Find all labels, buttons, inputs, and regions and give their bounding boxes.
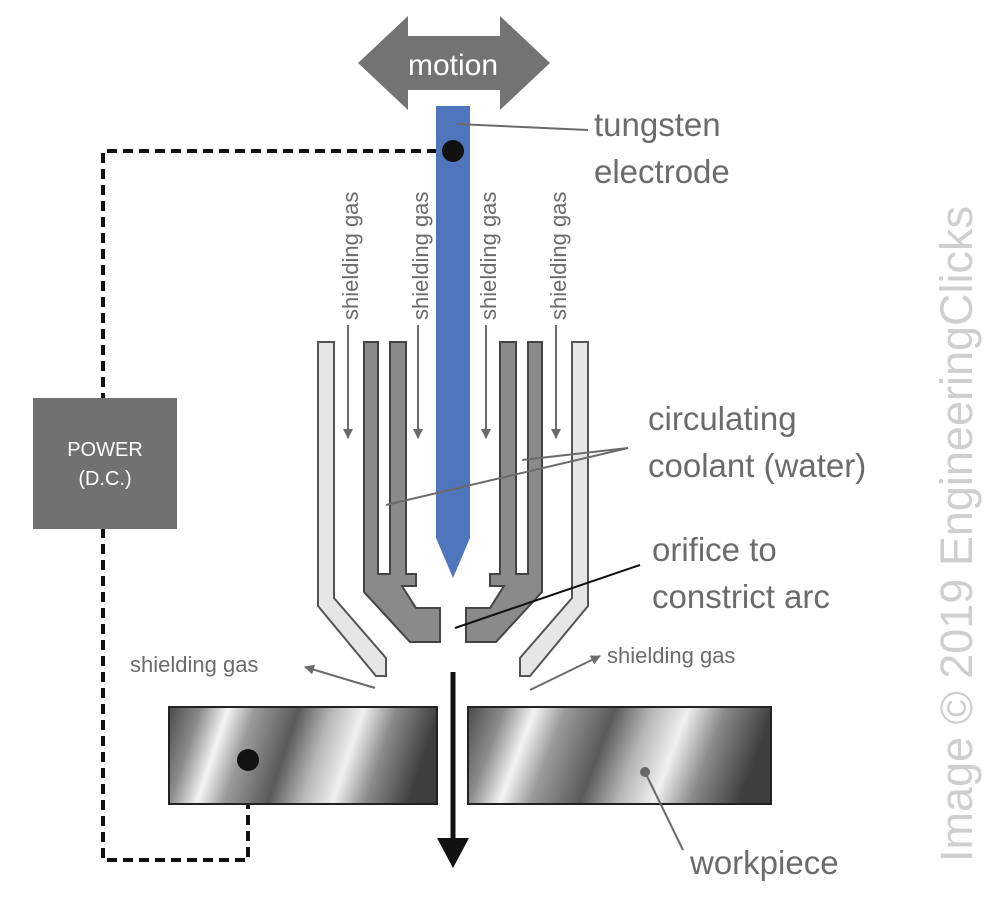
motion-label: motion bbox=[408, 49, 498, 82]
exit-gas-arrows bbox=[304, 655, 601, 691]
motion-arrow bbox=[358, 16, 550, 110]
workpiece-plates bbox=[168, 706, 772, 805]
power-label: POWER bbox=[67, 439, 143, 461]
coolant-nozzle bbox=[363, 341, 543, 643]
orifice-leader bbox=[454, 564, 641, 629]
power-circuit-wire bbox=[101, 149, 453, 862]
power-sublabel: (D.C.) bbox=[78, 468, 131, 490]
exit-gas-label-left: shielding gas bbox=[130, 652, 258, 677]
leader-lines bbox=[385, 123, 684, 851]
exit-gas-label-right: shielding gas bbox=[607, 643, 735, 668]
gas-label-1: shielding gas bbox=[338, 192, 363, 320]
orifice-sublabel: constrict arc bbox=[652, 578, 830, 615]
workpiece-label: workpiece bbox=[689, 844, 839, 881]
gas-label-2: shielding gas bbox=[408, 192, 433, 320]
electrode-label: tungsten bbox=[594, 106, 721, 143]
electrode-sublabel: electrode bbox=[594, 153, 730, 190]
power-supply-box bbox=[33, 398, 177, 529]
copyright-watermark: Image © 2019 EngineeringClicks bbox=[931, 206, 982, 862]
tungsten-electrode bbox=[436, 106, 470, 578]
orifice-label: orifice to bbox=[652, 531, 777, 568]
gas-label-4: shielding gas bbox=[546, 192, 571, 320]
plasma-arc-arrow bbox=[437, 672, 469, 868]
outer-gas-nozzle bbox=[317, 341, 589, 677]
gas-label-3: shielding gas bbox=[476, 192, 501, 320]
gas-flow-arrows bbox=[343, 325, 561, 439]
coolant-sublabel: coolant (water) bbox=[648, 447, 866, 484]
coolant-label: circulating bbox=[648, 400, 797, 437]
